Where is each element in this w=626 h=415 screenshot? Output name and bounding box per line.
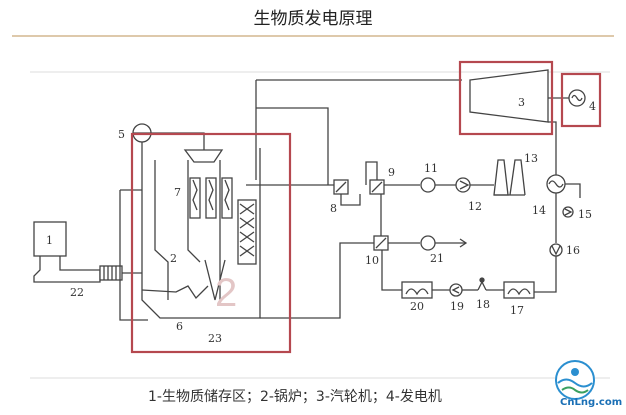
- label-13: 13: [524, 152, 538, 165]
- heater-20: [401, 281, 433, 299]
- page-title: 生物质发电原理: [253, 9, 373, 29]
- label-11: 11: [424, 162, 438, 175]
- tower-13: [493, 159, 509, 196]
- label-15: 15: [578, 208, 592, 221]
- label-10: 10: [365, 254, 379, 267]
- label-17: 17: [510, 304, 524, 317]
- turbine-body: [469, 69, 549, 123]
- label-16: 16: [566, 244, 580, 257]
- turbine-highlight-frame: [458, 60, 554, 136]
- logo-text: CnLng.com: [560, 397, 623, 408]
- label-14: 14: [532, 204, 546, 217]
- generator-highlight-frame: [560, 72, 602, 128]
- valve-11: [420, 177, 436, 193]
- boiler-wall: [141, 148, 261, 319]
- label-8: 8: [330, 202, 337, 215]
- label-3: 3: [518, 96, 525, 109]
- heater-17: [503, 281, 535, 299]
- label-22: 22: [70, 286, 84, 299]
- label-7: 7: [174, 186, 181, 199]
- component-labels: 1 2 3 4 5 6 7 8 9 10 11 12 13 14 15 16 1…: [46, 96, 596, 345]
- feeder-screw: [99, 265, 123, 281]
- label-23: 23: [208, 332, 222, 345]
- label-9: 9: [388, 166, 395, 179]
- label-4: 4: [589, 100, 596, 113]
- label-12: 12: [468, 200, 482, 213]
- label-5: 5: [118, 128, 125, 141]
- boiler-highlight-frame: [130, 132, 292, 354]
- label-21: 21: [430, 252, 444, 265]
- label-19: 19: [450, 300, 464, 313]
- storage-chute: [33, 256, 101, 283]
- highlight-frames: [130, 60, 602, 354]
- deaerator-18: [477, 280, 487, 291]
- label-1: 1: [46, 234, 53, 247]
- label-20: 20: [410, 300, 424, 313]
- boiler-big-label: 2: [215, 271, 237, 315]
- figure-caption: 1-生物质储存区；2-锅炉；3-汽轮机；4-发电机: [148, 389, 442, 405]
- piping: [33, 69, 586, 321]
- storage-bin: [33, 221, 67, 257]
- label-2-small: 2: [170, 252, 177, 265]
- logo-emblem-icon: [555, 360, 595, 400]
- label-6: 6: [176, 320, 183, 333]
- fan-21: [420, 235, 436, 251]
- label-18: 18: [476, 298, 490, 311]
